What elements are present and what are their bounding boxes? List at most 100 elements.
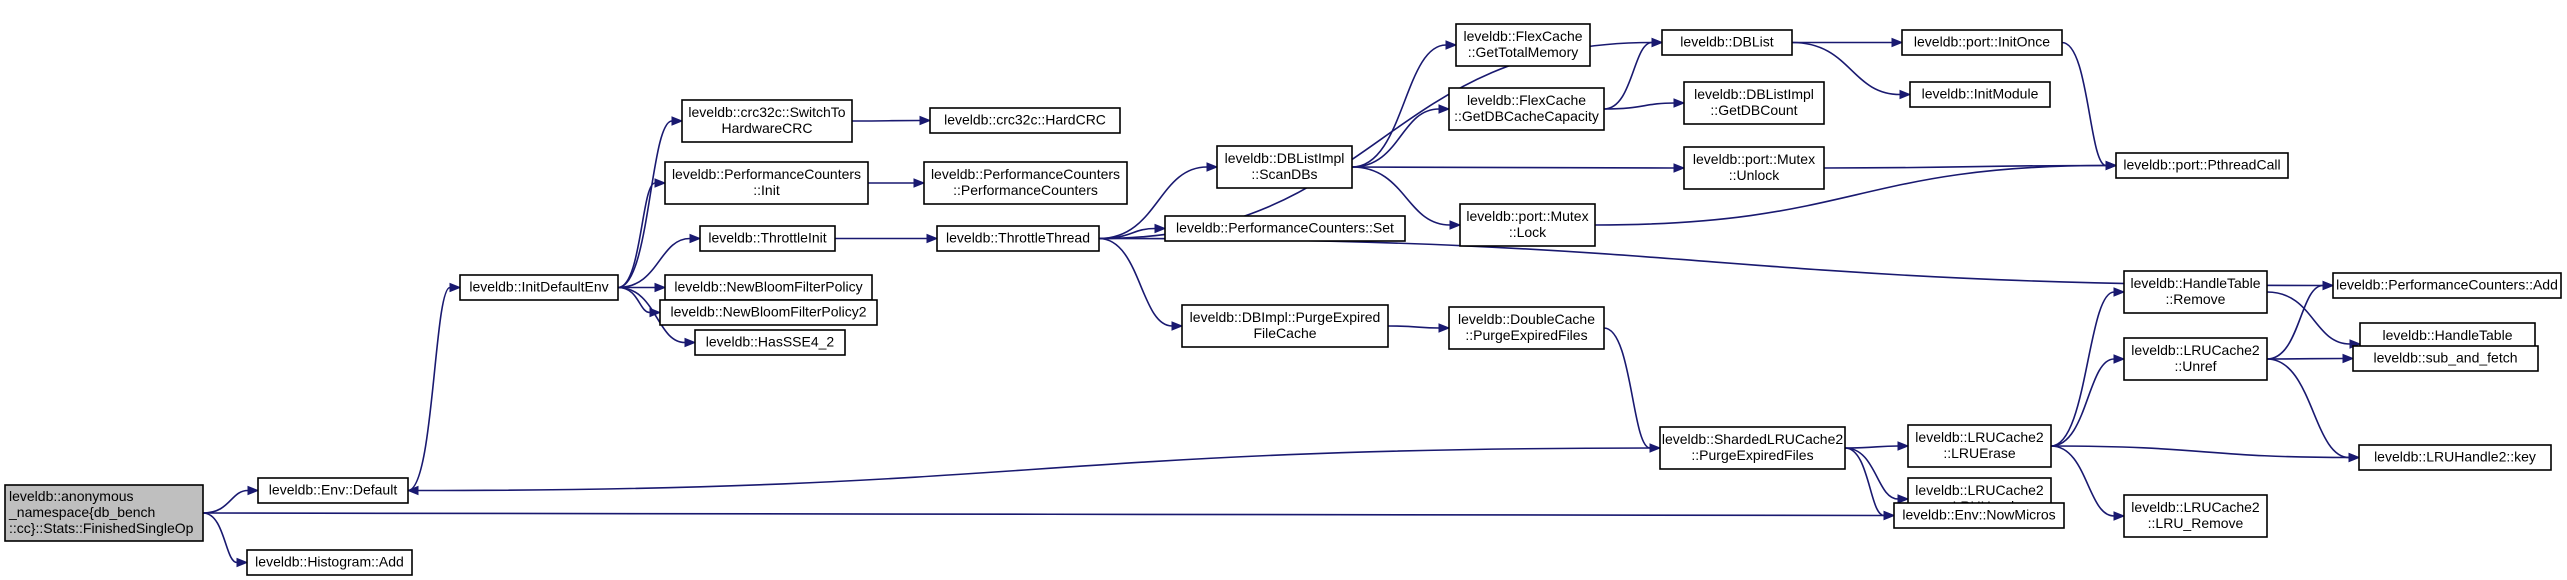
node-lru-unref[interactable]: leveldb::LRUCache2::Unref: [2123, 337, 2268, 381]
node-label-line: leveldb::LRUCache2: [1915, 429, 2044, 445]
node-box: [1448, 87, 1605, 131]
node-now-micros[interactable]: leveldb::Env::NowMicros: [1893, 502, 2065, 529]
node-label-line: leveldb::ThrottleThread: [946, 230, 1090, 246]
edge-db-list-to-init-once: [1792, 37, 1904, 48]
node-init-once[interactable]: leveldb::port::InitOnce: [1901, 29, 2063, 56]
node-perf-init[interactable]: leveldb::PerformanceCounters::Init: [664, 161, 869, 205]
node-histogram-add[interactable]: leveldb::Histogram::Add: [246, 549, 413, 576]
node-box: [2115, 152, 2289, 179]
edge-lru-erase-to-handle-remove: [2050, 287, 2126, 447]
node-get-db-cache-cap[interactable]: leveldb::FlexCache::GetDBCacheCapacity: [1448, 87, 1605, 131]
node-pthread-call[interactable]: leveldb::port::PthreadCall: [2115, 152, 2289, 179]
node-label-line: ::ScanDBs: [1251, 166, 1317, 182]
node-sharded-purge[interactable]: leveldb::ShardedLRUCache2::PurgeExpiredF…: [1659, 426, 1846, 470]
node-label-line: ::PurgeExpiredFiles: [1691, 447, 1813, 463]
node-throttle-init[interactable]: leveldb::ThrottleInit: [699, 225, 836, 252]
node-box: [1909, 81, 2051, 108]
node-label-line: leveldb::InitModule: [1922, 86, 2039, 102]
node-new-bloom[interactable]: leveldb::NewBloomFilterPolicy: [664, 274, 873, 301]
node-hard-crc[interactable]: leveldb::crc32c::HardCRC: [929, 107, 1121, 134]
node-label-line: leveldb::sub_and_fetch: [2374, 350, 2518, 366]
node-label-line: leveldb::Env::Default: [269, 482, 398, 498]
node-label-line: leveldb::LRUHandle2::key: [2374, 449, 2536, 465]
node-new-bloom2[interactable]: leveldb::NewBloomFilterPolicy2: [659, 299, 878, 326]
edge-env-default-to-init-default-env: [407, 282, 462, 492]
edge-lru-erase-to-lru-remove: [2050, 445, 2126, 521]
edge-throttle-thread-to-perf-set: [1098, 223, 1167, 240]
node-lru-key[interactable]: leveldb::LRUHandle2::key: [2358, 444, 2552, 471]
node-has-sse[interactable]: leveldb::HasSSE4_2: [694, 329, 846, 356]
edge-lru-unref-to-lru-key: [2266, 358, 2361, 463]
node-perf-add[interactable]: leveldb::PerformanceCounters::Add: [2332, 272, 2562, 299]
node-sub-and-fetch[interactable]: leveldb::sub_and_fetch: [2352, 345, 2539, 372]
node-box: [1907, 424, 2052, 468]
node-label-line: ::PurgeExpiredFiles: [1465, 327, 1587, 343]
edge-dc-purge-to-sharded-purge: [1603, 327, 1662, 453]
node-label-line: leveldb::NewBloomFilterPolicy2: [670, 304, 866, 320]
edge-db-list-to-init-module: [1791, 41, 1912, 100]
node-label-line: ::cc}::Stats::FinishedSingleOp: [9, 520, 194, 536]
node-handle-remove[interactable]: leveldb::HandleTable::Remove: [2123, 270, 2268, 314]
node-label-line: leveldb::ShardedLRUCache2: [1662, 431, 1844, 447]
node-init-default-env[interactable]: leveldb::InitDefaultEnv: [459, 274, 619, 301]
node-label-line: leveldb::LRUCache2: [1915, 482, 2044, 498]
node-mutex-unlock[interactable]: leveldb::port::Mutex::Unlock: [1683, 146, 1825, 190]
node-mutex-lock[interactable]: leveldb::port::Mutex::Lock: [1459, 203, 1596, 247]
edge-lru-unref-to-sub-and-fetch: [2266, 353, 2355, 364]
node-box: [1459, 203, 1596, 247]
node-label-line: HardwareCRC: [721, 120, 812, 136]
edge-sharded-purge-to-now-micros: [1844, 447, 1896, 521]
node-lru-remove[interactable]: leveldb::LRUCache2::LRU_Remove: [2123, 494, 2268, 538]
node-get-total-memory[interactable]: leveldb::FlexCache::GetTotalMemory: [1455, 23, 1591, 67]
node-label-line: leveldb::ThrottleInit: [708, 230, 826, 246]
edge-init-default-env-to-has-sse: [617, 286, 697, 348]
node-box: [4, 484, 204, 542]
node-db-list[interactable]: leveldb::DBList: [1661, 29, 1793, 56]
node-label-line: ::Lock: [1509, 224, 1547, 240]
node-label-line: leveldb::anonymous: [9, 488, 134, 504]
edge-handle-remove-to-find-pointer: [2266, 291, 2362, 349]
node-init-module[interactable]: leveldb::InitModule: [1909, 81, 2051, 108]
node-lru-erase[interactable]: leveldb::LRUCache2::LRUErase: [1907, 424, 2052, 468]
node-box: [459, 274, 619, 301]
node-label-line: leveldb::InitDefaultEnv: [469, 279, 608, 295]
node-scan-dbs[interactable]: leveldb::DBListImpl::ScanDBs: [1216, 145, 1353, 189]
edge-switch-to-hw-to-hard-crc: [851, 115, 932, 126]
node-box: [1683, 146, 1825, 190]
node-dc-purge[interactable]: leveldb::DoubleCache::PurgeExpiredFiles: [1448, 306, 1605, 350]
node-perf-set[interactable]: leveldb::PerformanceCounters::Set: [1164, 215, 1406, 242]
node-box: [246, 549, 413, 576]
node-box: [1659, 426, 1846, 470]
node-label-line: leveldb::PerformanceCounters: [672, 166, 861, 182]
node-label-line: FileCache: [1253, 325, 1316, 341]
node-throttle-thread[interactable]: leveldb::ThrottleThread: [936, 225, 1100, 252]
node-label-line: leveldb::DBImpl::PurgeExpired: [1190, 309, 1381, 325]
node-label-line: leveldb::port::PthreadCall: [2123, 157, 2280, 173]
node-label-line: leveldb::HandleTable: [2383, 327, 2513, 343]
node-get-db-count[interactable]: leveldb::DBListImpl::GetDBCount: [1683, 81, 1825, 125]
node-label-line: leveldb::port::Mutex: [1693, 151, 1815, 167]
edge-scan-dbs-to-mutex-lock: [1351, 166, 1462, 230]
node-box: [2123, 337, 2268, 381]
node-label-line: leveldb::Env::NowMicros: [1902, 507, 2055, 523]
node-label-line: leveldb::FlexCache: [1467, 92, 1586, 108]
node-root[interactable]: leveldb::anonymous_namespace{db_bench::c…: [4, 484, 204, 542]
edge-sharded-purge-to-lru-erase: [1844, 441, 1910, 451]
edges-layer: [202, 37, 2362, 568]
edge-root-to-env-default: [202, 485, 260, 514]
node-label-line: leveldb::NewBloomFilterPolicy: [674, 279, 862, 295]
node-label-line: leveldb::HasSSE4_2: [706, 334, 835, 350]
node-label-line: leveldb::PerformanceCounters: [931, 166, 1120, 182]
node-box: [664, 274, 873, 301]
node-label-line: leveldb::DBListImpl: [1694, 86, 1814, 102]
nodes-layer: leveldb::anonymous_namespace{db_bench::c…: [4, 23, 2562, 576]
edge-throttle-thread-to-purge-expired-file: [1098, 237, 1184, 331]
node-box: [1216, 145, 1353, 189]
node-label-line: ::Init: [753, 182, 780, 198]
node-perf-ctor[interactable]: leveldb::PerformanceCounters::Performanc…: [923, 161, 1128, 205]
node-env-default[interactable]: leveldb::Env::Default: [257, 477, 409, 504]
node-box: [1893, 502, 2065, 529]
